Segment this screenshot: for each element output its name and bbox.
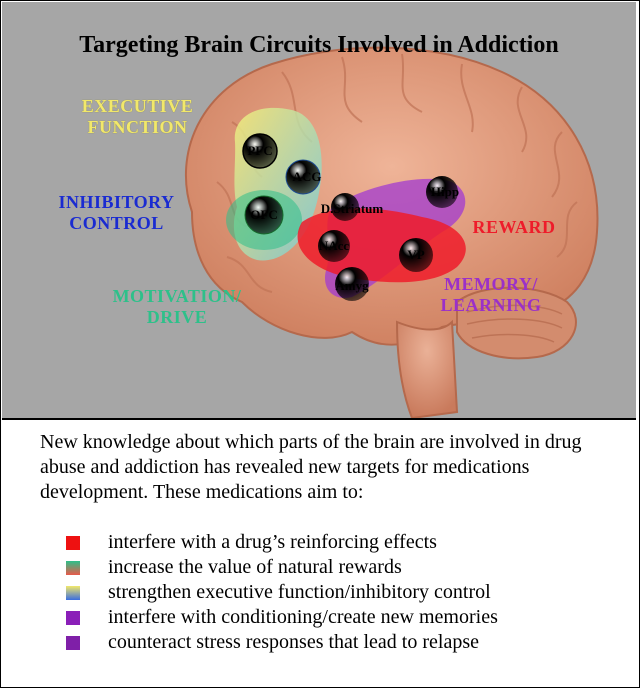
executive-function-label: EXECUTIVE FUNCTION (70, 96, 205, 138)
node-amyg (335, 267, 369, 301)
nacc-label: NAcc (318, 238, 350, 253)
node-acg (285, 159, 321, 195)
executive-label-line2: FUNCTION (87, 117, 188, 137)
inhibitory-label-line1: INHIBITORY (58, 192, 175, 212)
brain-panel: Targeting Brain Circuits Involved in Add… (2, 2, 636, 420)
legend-item: interfere with conditioning/create new m… (66, 605, 626, 630)
hipp-label: Hipp (430, 184, 460, 199)
striatum-label: D.Striatum (320, 201, 384, 216)
memory-label-line2: LEARNING (440, 295, 542, 315)
node-vp (399, 238, 433, 272)
vp-label: VP (407, 247, 425, 262)
brainstem (395, 319, 459, 418)
legend-text: strengthen executive function/inhibitory… (108, 581, 491, 603)
legend-text: increase the value of natural rewards (108, 556, 402, 578)
inhibitory-control-label: INHIBITORY CONTROL (44, 192, 189, 234)
node-hipp (426, 176, 458, 208)
node-pfc (242, 133, 278, 169)
memory-label-line1: MEMORY/ (444, 274, 538, 294)
inhibitory-label-line2: CONTROL (69, 213, 164, 233)
legend-text: interfere with conditioning/create new m… (108, 606, 498, 628)
motivation-label-line2: DRIVE (146, 307, 208, 327)
legend-text: interfere with a drug’s reinforcing effe… (108, 531, 437, 553)
figure-title: Targeting Brain Circuits Involved in Add… (79, 32, 559, 58)
legend-text: counteract stress responses that lead to… (108, 631, 479, 653)
executive-label-line1: EXECUTIVE (81, 96, 194, 116)
purple-square-icon (66, 610, 80, 625)
amyg-label: Amyg (335, 278, 369, 293)
memory-learning-label: MEMORY/ LEARNING (430, 274, 552, 316)
reward-label: REWARD (472, 217, 556, 237)
acg-label: ACG (292, 169, 322, 184)
motivation-label-line1: MOTIVATION/ (112, 286, 242, 306)
legend-item: strengthen executive function/inhibitory… (66, 580, 626, 605)
node-ofc (244, 195, 284, 235)
description-text: New knowledge about which parts of the b… (40, 431, 582, 503)
brain-illustration (184, 46, 599, 418)
pfc-label: PFC (247, 143, 273, 158)
legend-item: interfere with a drug’s reinforcing effe… (66, 530, 626, 555)
legend: interfere with a drug’s reinforcing effe… (66, 530, 626, 655)
node-striatum (331, 193, 359, 221)
motivation-drive-label: MOTIVATION/ DRIVE (102, 286, 252, 328)
legend-item: counteract stress responses that lead to… (66, 630, 626, 655)
red-square-icon (66, 535, 80, 550)
ofc-label: OFC (250, 207, 278, 222)
node-nacc (318, 230, 350, 262)
cerebellum (456, 286, 577, 360)
purple-square-icon (66, 635, 80, 650)
yellow-blue-square-icon (66, 585, 80, 600)
legend-item: increase the value of natural rewards (66, 555, 626, 580)
green-red-square-icon (66, 560, 80, 575)
